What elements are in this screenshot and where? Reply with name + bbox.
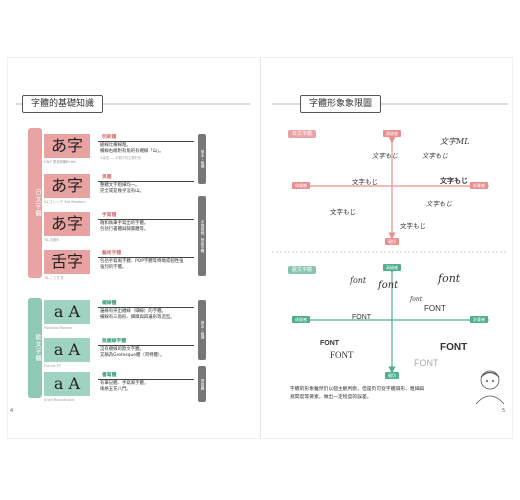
ja-sample-6: 文字もじ bbox=[330, 209, 356, 216]
font-category-tag: 手寫體 bbox=[102, 213, 117, 218]
row-divider bbox=[98, 307, 194, 308]
desc-line: 包括手寫風字體、POP字體等特徵或個性強 bbox=[100, 259, 184, 264]
font-category-tag: 明朝體 bbox=[102, 135, 117, 140]
row-divider bbox=[98, 219, 194, 220]
font-swatch: あ字 bbox=[44, 174, 90, 198]
font-caption: TA-ことだま bbox=[44, 276, 64, 280]
side-tab-4: 書寫體 bbox=[198, 366, 206, 402]
font-description: 縱線比橫線粗。橫線右端附有角的有襯線「山」。 ※這是——宇體中的主要形態 bbox=[100, 143, 190, 161]
row-divider bbox=[98, 345, 194, 346]
desc-line: 風格五花八門。 bbox=[100, 387, 131, 392]
ja-sample-1: 文字ML bbox=[440, 137, 470, 146]
ja-sample-7: 文字もじ bbox=[426, 200, 452, 208]
desc-line: 橫線右端附有角的有襯線「山」。 bbox=[100, 149, 164, 154]
desc-line: 又稱為Grotesque體（哥特體）。 bbox=[100, 353, 165, 358]
desc-line: 完全或是幾乎沒有山。 bbox=[100, 189, 144, 194]
left-page-title: 字體的基礎知識 bbox=[22, 95, 104, 113]
person-illustration-icon bbox=[475, 370, 505, 405]
en-sample-9: FONT bbox=[414, 358, 439, 368]
font-category-tag: 無襯線字體 bbox=[102, 339, 126, 344]
desc-line: 強烈的字體。 bbox=[100, 265, 127, 270]
row-divider bbox=[98, 141, 194, 142]
right-page-title: 字體形象象限圖 bbox=[300, 95, 382, 113]
ja-sample-4: 文字もじ bbox=[352, 179, 378, 186]
row-divider bbox=[98, 181, 194, 182]
desc-line: 隨和執筆手寫出的字體。 bbox=[100, 221, 149, 226]
ja-sample-2: 文字もじ bbox=[372, 152, 398, 160]
en-sample-7: FONT bbox=[320, 340, 340, 347]
page-number-right: 5 bbox=[502, 408, 506, 414]
title-underline-right bbox=[272, 103, 508, 105]
font-caption: DNP 秀英明朝Pr6N bbox=[44, 160, 76, 164]
font-swatch: あ字 bbox=[44, 134, 90, 158]
en-sample-8: FONT bbox=[330, 350, 354, 360]
side-tab-3: 基本・無襯 bbox=[198, 300, 206, 360]
desc-line: 沒有襯線的歐文字體。 bbox=[100, 347, 144, 352]
bottom-line-1: 字體的形象雖然仍以個主觀判斷，但是仍可從字體調形、粗細與 bbox=[290, 387, 425, 392]
en-axis-right: 計算感 bbox=[470, 316, 488, 323]
ja-sample-5: 文字もじ bbox=[440, 178, 468, 185]
desc-line: 邊緣有突出襯線（細線）的字體。 bbox=[100, 309, 166, 314]
font-description: 沒有襯線的歐文字體。又稱為Grotesque體（哥特體）。 bbox=[100, 347, 190, 359]
bottom-paragraph: 字體的形象雖然仍以個主觀判斷，但是仍可從字體調形、粗細與 窩間度等要素，做出一定… bbox=[290, 386, 470, 401]
en-axis-bottom: 親切 bbox=[385, 372, 399, 379]
row-divider bbox=[98, 379, 194, 380]
font-swatch: a A bbox=[44, 338, 90, 362]
row-divider bbox=[98, 257, 194, 258]
font-swatch: a A bbox=[44, 372, 90, 396]
font-category-tag: 書寫體 bbox=[102, 373, 117, 378]
bottom-line-2: 窩間度等要素，做出一定程度的誤差。 bbox=[290, 394, 372, 400]
ja-axis-bottom: 親切 bbox=[385, 238, 399, 245]
font-category-tag: 襯線體 bbox=[102, 301, 117, 306]
chart-en-label: 歐文字體 bbox=[288, 266, 317, 274]
ja-sample-8: 文字もじ bbox=[400, 223, 426, 230]
desc-line: 整體文字粗細均一。 bbox=[100, 183, 140, 188]
en-sample-1: font bbox=[350, 276, 367, 285]
desc-line: 縱線比橫線粗。 bbox=[100, 143, 131, 148]
desc-line: 有筆記體、手寫風字體， bbox=[100, 381, 149, 386]
font-description: 有筆記體、手寫風字體，風格五花八門。 bbox=[100, 381, 190, 393]
side-tab-1: 基本・無襯 bbox=[198, 134, 206, 184]
font-caption: Palatino Roman bbox=[44, 326, 72, 330]
desc-line: 橫線有三角形、細緻與四邊形等造型。 bbox=[100, 315, 175, 320]
font-caption: Snell Roundhand bbox=[44, 398, 75, 402]
ja-sample-3: 文字もじ bbox=[422, 152, 448, 160]
font-description: 邊緣有突出襯線（細線）的字體。橫線有三角形、細緻與四邊形等造型。 bbox=[100, 309, 190, 321]
en-axis-left: 休閒感 bbox=[292, 316, 310, 323]
section-label-en: 歐文字體 bbox=[28, 298, 42, 398]
page-number-left: 4 bbox=[10, 408, 14, 414]
font-description: 包括手寫風字體、POP字體等特徵或個性強強烈的字體。 bbox=[100, 259, 190, 271]
font-caption: TA-方眼K bbox=[44, 238, 60, 242]
font-description: 隨和執筆手寫出的字體。包括行書體與隸書體等。 bbox=[100, 221, 190, 233]
en-sample-5: FONT bbox=[352, 314, 372, 321]
font-category-tag: 藝術字體 bbox=[102, 251, 122, 256]
font-caption: A1ゴシック Std Medium bbox=[44, 200, 86, 204]
en-sample-4: font bbox=[410, 296, 423, 303]
ja-axis-top: 高級感 bbox=[383, 130, 401, 137]
font-swatch: あ字 bbox=[44, 212, 90, 236]
en-sample-6: FONT bbox=[424, 304, 446, 313]
en-axis-top: 高級感 bbox=[383, 264, 401, 271]
ja-axis-right: 計算感 bbox=[470, 182, 488, 189]
desc-note: ※這是——宇體中的主要形態 bbox=[100, 156, 141, 160]
chart-ja-label: 日文字體 bbox=[288, 130, 317, 138]
font-swatch: a A bbox=[44, 300, 90, 324]
side-tab-2: 手寫風格、藝術字體 bbox=[198, 196, 206, 276]
en-sample-10: FONT bbox=[440, 342, 468, 353]
en-sample-3: font bbox=[438, 272, 461, 285]
gutter bbox=[260, 58, 261, 438]
title-underline-left bbox=[16, 103, 250, 105]
en-sample-2: font bbox=[378, 280, 399, 291]
font-caption: Futura PT bbox=[44, 364, 62, 368]
font-category-tag: 黑體 bbox=[102, 175, 112, 180]
section-label-ja: 日文字體 bbox=[28, 128, 42, 278]
desc-line: 包括行書體與隸書體等。 bbox=[100, 227, 149, 232]
font-description: 整體文字粗細均一。完全或是幾乎沒有山。 bbox=[100, 183, 190, 195]
font-swatch: 舌字 bbox=[44, 250, 90, 274]
ja-axis-left: 休閒感 bbox=[292, 182, 310, 189]
